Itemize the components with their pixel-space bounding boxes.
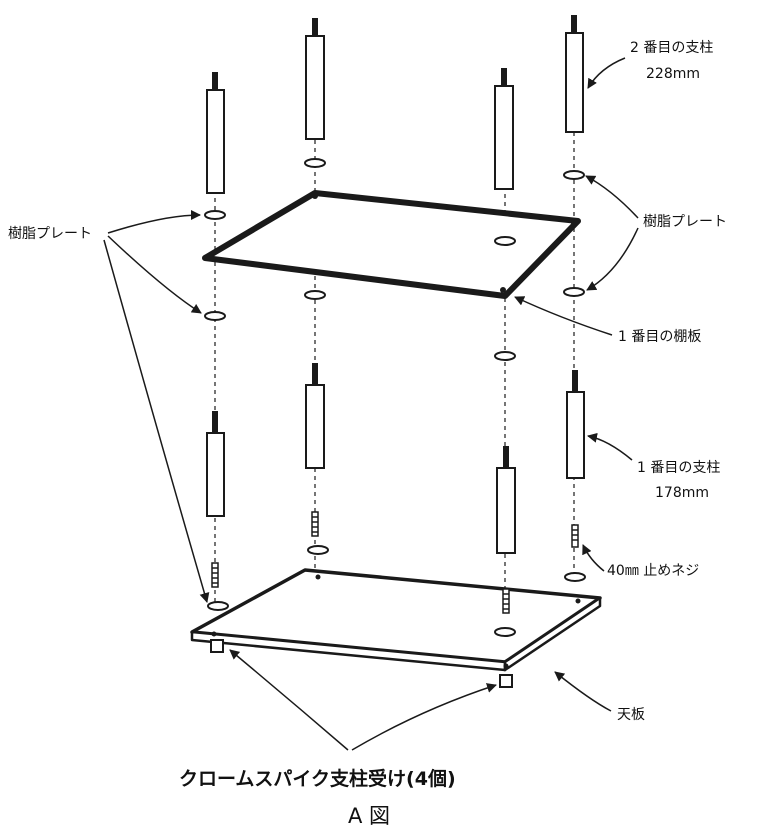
post-1-b <box>305 363 325 469</box>
spike-receivers <box>210 639 513 688</box>
post-1-label: 1 番目の支柱 <box>637 460 720 476</box>
screw-label: 40㎜ 止めネジ <box>607 563 699 579</box>
post-2-d <box>565 15 584 133</box>
resin-plates <box>204 158 586 637</box>
posts-1 <box>206 363 585 554</box>
post-2-c <box>494 68 514 190</box>
post-1-length: 178mm <box>655 485 709 501</box>
screw-a <box>311 511 319 537</box>
screw-c <box>211 562 219 588</box>
post-2-length: 228mm <box>646 66 700 82</box>
post-2-label: 2 番目の支柱 <box>630 40 713 56</box>
set-screws <box>211 511 579 614</box>
top-board-label: 天板 <box>617 707 645 723</box>
posts-2 <box>206 15 584 194</box>
figure-title: A 図 <box>348 804 390 828</box>
post-1-d <box>566 370 585 479</box>
screw-b <box>571 524 579 548</box>
post-1-a <box>206 411 225 517</box>
resin-plate-label-left: 樹脂プレート <box>8 226 92 242</box>
top-board <box>190 568 602 672</box>
post-2-b <box>305 18 325 140</box>
screw-d <box>502 588 510 614</box>
post-2-a <box>206 72 225 194</box>
shelf-1-label: 1 番目の棚板 <box>618 329 701 345</box>
resin-plate-label-right: 樹脂プレート <box>643 214 727 230</box>
post-1-c <box>496 446 516 554</box>
spike-receiver-caption: クロームスパイク支柱受け(4個) <box>179 767 456 790</box>
leader-arrows <box>103 57 639 751</box>
shelf-1 <box>202 190 581 299</box>
